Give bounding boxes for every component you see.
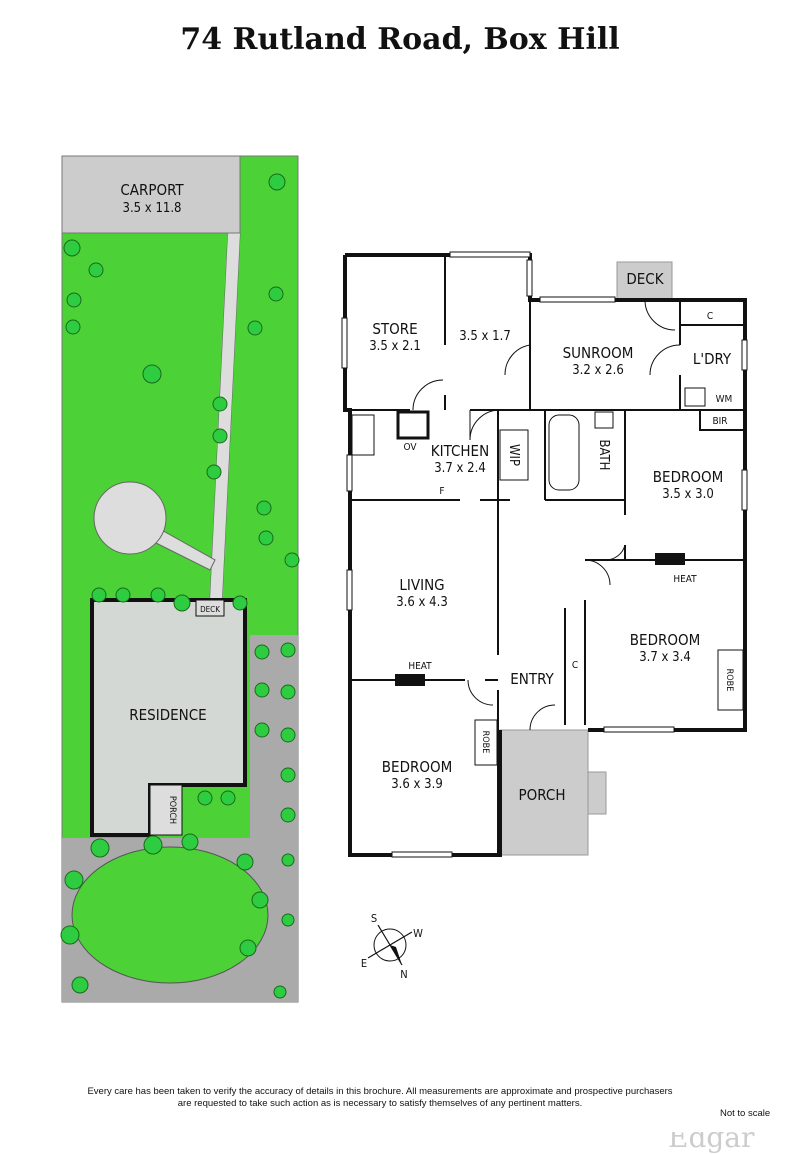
bedroom2-label: BEDROOM	[630, 631, 700, 649]
kitchen-label: KITCHEN	[431, 442, 489, 460]
trees	[60, 173, 300, 999]
carport-dim: 3.5 x 11.8	[123, 201, 182, 216]
bedroom3-dim: 3.6 x 3.9	[391, 777, 443, 792]
compass: S W E N	[361, 912, 423, 981]
laundry-label: L'DRY	[693, 350, 732, 368]
store-dim: 3.5 x 2.1	[369, 339, 421, 354]
living-label: LIVING	[399, 576, 444, 594]
laundry-cupboard-label: C	[707, 311, 713, 322]
site-porch-label: PORCH	[167, 796, 177, 824]
windows	[341, 251, 748, 858]
turning-circle	[93, 481, 167, 555]
compass-s: S	[371, 912, 377, 925]
entry-cupboard-label: C	[572, 660, 578, 671]
kitchen-dim: 3.7 x 2.4	[434, 461, 486, 476]
deck-label: DECK	[626, 270, 664, 288]
bir-label: BIR	[712, 416, 727, 427]
bedroom2-robe-label: ROBE	[724, 669, 734, 692]
house-plan: STORE 3.5 x 2.1 3.5 x 1.7 DECK SUNROOM 3…	[341, 251, 748, 858]
bedroom3-robe-label: ROBE	[480, 731, 490, 754]
bedroom2-heater-label: HEAT	[673, 574, 697, 585]
washing-machine-label: WM	[716, 394, 733, 405]
site-plan: CARPORT 3.5 x 11.8 RESIDENCE DECK PORCH	[60, 155, 300, 1003]
compass-n: N	[400, 968, 407, 981]
compass-e: E	[361, 957, 367, 970]
bedroom3-label: BEDROOM	[382, 758, 452, 776]
store-label: STORE	[372, 320, 417, 338]
scale-note: Not to scale	[720, 1108, 771, 1119]
sunroom-dim: 3.2 x 2.6	[572, 363, 624, 378]
porch-label: PORCH	[519, 786, 566, 804]
entry-label: ENTRY	[510, 670, 554, 688]
sunroom-label: SUNROOM	[563, 344, 634, 362]
compass-w: W	[413, 927, 423, 940]
living-heater-label: HEAT	[408, 661, 432, 672]
residence-label: RESIDENCE	[129, 706, 206, 724]
bedroom1-dim: 3.5 x 3.0	[662, 487, 714, 502]
disclaimer-line-2: are requested to take such action as is …	[177, 1098, 583, 1109]
bedroom2-dim: 3.7 x 3.4	[639, 650, 691, 665]
porch	[499, 729, 589, 856]
rear-lawn	[71, 846, 269, 984]
carport	[61, 155, 241, 234]
room-dim: 3.5 x 1.7	[459, 329, 511, 344]
site-deck-label: DECK	[200, 605, 220, 614]
bath-label: BATH	[596, 440, 611, 471]
driveway	[210, 233, 240, 600]
doors	[412, 299, 681, 731]
page-title: 74 Rutland Road, Box Hill	[180, 22, 620, 57]
disclaimer-line-1: Every care has been taken to verify the …	[87, 1086, 673, 1097]
deck	[616, 261, 673, 301]
disclaimer: Every care has been taken to verify the …	[60, 1086, 700, 1110]
living-dim: 3.6 x 4.3	[396, 595, 448, 610]
bedroom1-label: BEDROOM	[653, 468, 723, 486]
oven-label: OV	[403, 442, 417, 453]
carport-label: CARPORT	[120, 181, 184, 199]
wip-label: WIP	[506, 444, 521, 466]
compass-north-arrow-icon	[390, 945, 402, 965]
fridge-label: F	[439, 486, 444, 497]
